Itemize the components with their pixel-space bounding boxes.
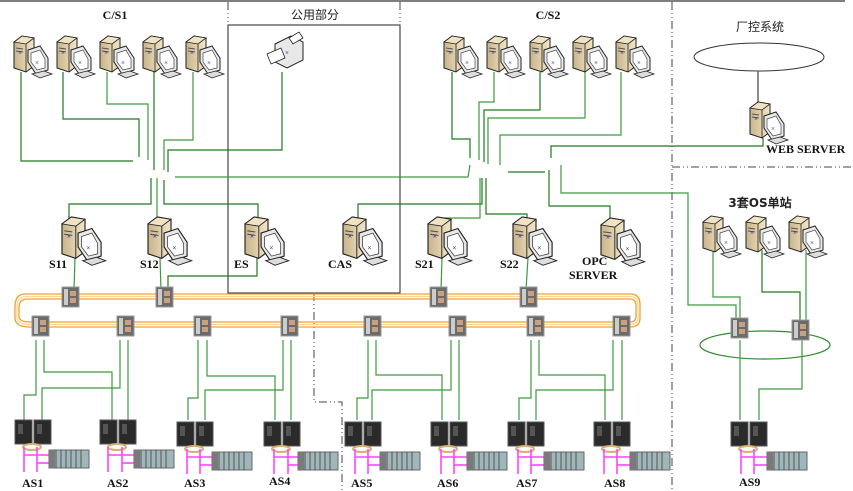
ring-switch-module-icon <box>363 315 382 337</box>
workstation-icon <box>427 216 473 266</box>
workstation-icon <box>749 101 789 145</box>
workstation-icon <box>745 215 785 259</box>
region-label-cs2: C/S2 <box>536 8 561 22</box>
as-station-3 <box>176 421 253 474</box>
as-station-4 <box>263 421 339 474</box>
label-s22: S22 <box>500 257 519 271</box>
ring-switch-module-icon <box>31 315 50 337</box>
workstation-icon <box>185 35 225 79</box>
workstation-icon <box>61 216 107 266</box>
ring-switch-module-icon <box>612 315 631 337</box>
workstation-icon <box>142 35 182 79</box>
workstation-icon <box>512 216 558 266</box>
label-as8: AS8 <box>604 476 625 490</box>
as-station-9 <box>730 421 808 474</box>
label-as2: AS2 <box>107 476 128 490</box>
ring-switch-module-icon <box>155 286 174 308</box>
ring-switch-module-icon <box>448 315 467 337</box>
workstation-icon <box>615 35 655 79</box>
label-s12: S12 <box>140 257 159 271</box>
ring-switch-module-icon <box>526 315 545 337</box>
as-station-5 <box>344 421 421 474</box>
ring-switch-module-icon <box>116 315 135 337</box>
as-station-8 <box>593 421 671 474</box>
as-station-1 <box>14 419 90 472</box>
label-as1: AS1 <box>22 476 43 490</box>
workstation-icon <box>244 216 290 266</box>
printer-icon: × <box>266 31 304 69</box>
workstation-icon <box>788 215 828 259</box>
redundant-ring-bus <box>14 293 641 328</box>
workstation-icon <box>600 217 646 267</box>
label-es: ES <box>234 257 249 271</box>
region-label-cs1: C/S1 <box>103 8 128 22</box>
ring-switch-module-icon <box>791 319 810 341</box>
label-as6: AS6 <box>437 476 458 490</box>
ring-switch-module-icon <box>429 286 448 308</box>
as-station-7 <box>507 421 585 474</box>
os-ring <box>699 330 831 360</box>
workstation-icon <box>486 35 526 79</box>
ring-switch-module-icon <box>519 286 538 308</box>
workstation-icon <box>529 35 569 79</box>
workstation-icon <box>572 35 612 79</box>
label-as7: AS7 <box>516 476 537 490</box>
region-label-common: 公用部分 <box>291 7 339 22</box>
workstation-icon <box>702 215 742 259</box>
region-label-plant: 厂控系统 <box>736 20 784 34</box>
as-station-6 <box>430 421 508 474</box>
ring-switch-module-icon <box>280 315 299 337</box>
label-s11: S11 <box>49 257 67 271</box>
workstation-icon <box>443 35 483 79</box>
label-as3: AS3 <box>184 476 205 490</box>
label-cas: CAS <box>328 257 352 271</box>
region-label-os-single: 3套OS单站 <box>728 195 791 210</box>
label-as9: AS9 <box>739 475 760 489</box>
label-as4: AS4 <box>269 474 290 488</box>
svg-text:×: × <box>285 49 289 57</box>
as-station-2 <box>99 419 175 472</box>
label-as5: AS5 <box>351 476 372 490</box>
plant-network-ellipse <box>693 42 825 72</box>
workstation-icon <box>99 35 139 79</box>
ring-switch-module-icon <box>61 286 80 308</box>
workstation-icon <box>56 35 96 79</box>
label-s21: S21 <box>415 257 434 271</box>
label-opc-1: OPC <box>582 254 607 268</box>
workstation-icon <box>13 35 53 79</box>
label-opc-2: SERVER <box>569 268 618 282</box>
label-web-server: WEB SERVER <box>766 142 846 156</box>
ring-switch-module-icon <box>730 317 749 339</box>
ring-switch-module-icon <box>193 315 212 337</box>
